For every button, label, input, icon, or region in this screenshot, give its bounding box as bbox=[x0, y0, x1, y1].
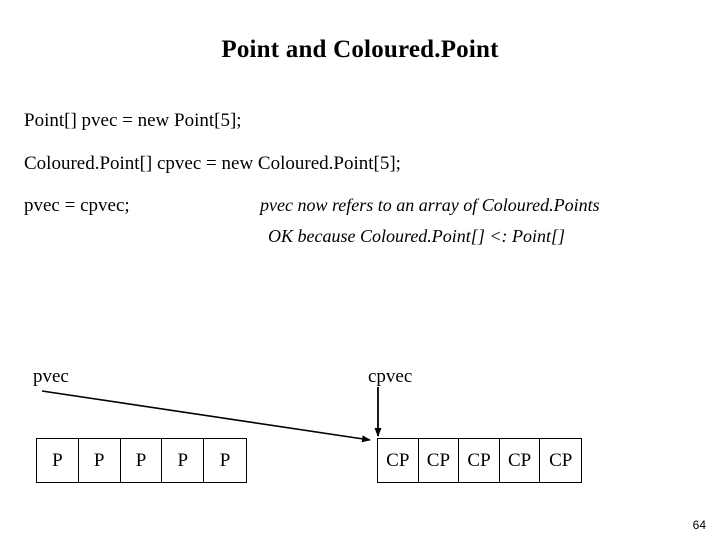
page-number: 64 bbox=[692, 518, 706, 532]
code-line-2: Coloured.Point[] cpvec = new Coloured.Po… bbox=[24, 153, 401, 174]
comment-line-2: OK because Coloured.Point[] <: Point[] bbox=[268, 226, 565, 246]
array-cell: CP bbox=[378, 439, 419, 482]
array-cell: CP bbox=[419, 439, 460, 482]
array-cell: CP bbox=[549, 449, 573, 471]
pvec-variable-label: pvec bbox=[33, 366, 69, 387]
code-line-3: pvec = cpvec; bbox=[24, 195, 130, 216]
pvec-reassignment-arrow bbox=[41, 390, 371, 443]
array-cell: P bbox=[162, 439, 205, 482]
pvec-array: P P P P P bbox=[36, 438, 247, 483]
array-cell: P bbox=[79, 439, 121, 482]
array-cell: CP bbox=[500, 439, 541, 482]
array-cell: P bbox=[121, 439, 163, 482]
array-cell: CP bbox=[459, 439, 500, 482]
code-line-1: Point[] pvec = new Point[5]; bbox=[24, 110, 242, 131]
cpvec-variable-label: cpvec bbox=[368, 366, 413, 387]
array-cell: P bbox=[37, 439, 79, 482]
array-cell: P bbox=[219, 449, 231, 471]
page-title: Point and Coloured.Point bbox=[221, 36, 499, 63]
cpvec-array: CP CP CP CP CP bbox=[377, 438, 582, 483]
comment-line-1: pvec now refers to an array of Coloured.… bbox=[260, 195, 600, 215]
